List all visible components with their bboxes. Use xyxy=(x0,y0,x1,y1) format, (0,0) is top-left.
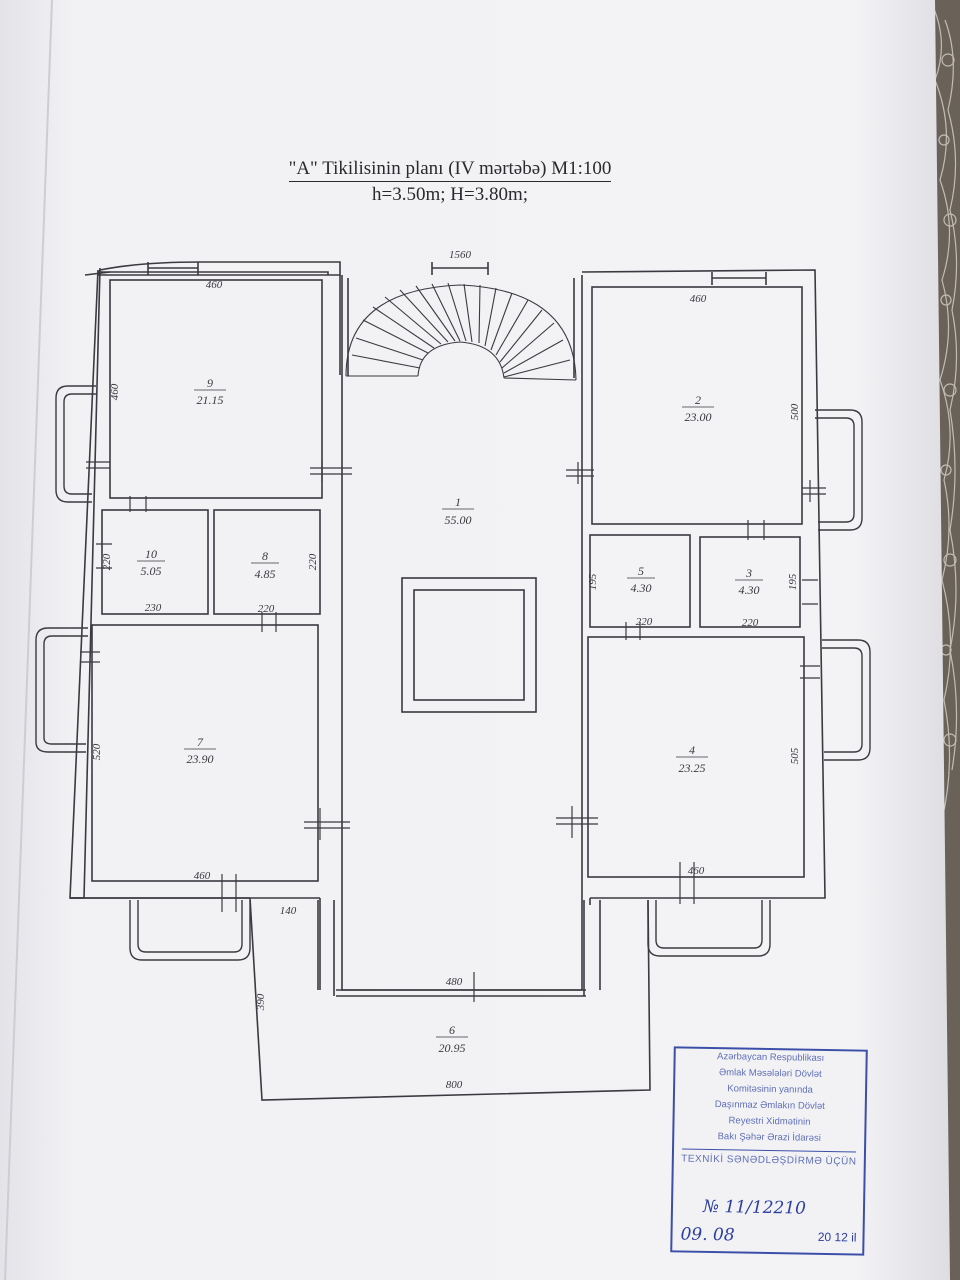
dim-r7-width: 460 xyxy=(194,870,211,882)
light-well-outer xyxy=(401,577,537,713)
door-marks xyxy=(80,460,826,1002)
room-7-number: 7 xyxy=(197,735,204,749)
stamp-line-6: Bakı Şəhər Ərazi İdarəsi xyxy=(717,1131,821,1144)
room-9-outline xyxy=(109,279,323,499)
dim-r6-width: 800 xyxy=(446,1079,463,1091)
outer-wall-left xyxy=(96,261,341,276)
room-2-outline xyxy=(591,286,803,525)
dim-r1-width: 480 xyxy=(446,976,463,988)
dim-r9-depth: 460 xyxy=(109,383,121,400)
dim-r8-depth: 220 xyxy=(307,553,319,570)
stamp-date-daymonth: 09. 08 xyxy=(680,1224,735,1246)
room-10-outline xyxy=(101,509,209,615)
room-7-area: 23.90 xyxy=(187,752,214,766)
dim-r10-depth: 220 xyxy=(101,553,113,570)
dim-r4-width: 460 xyxy=(688,865,705,877)
stamp-date: 09. 08 20 12 il xyxy=(680,1224,857,1246)
plan-title-line1: "A" Tikilisinin planı (IV mərtəbə) M1:10… xyxy=(288,158,612,182)
plan-title: "A" Tikilisinin planı (IV mərtəbə) M1:10… xyxy=(250,158,650,206)
room-10-number: 10 xyxy=(145,547,157,561)
dim-r3-width: 220 xyxy=(742,617,759,629)
room-5-number: 5 xyxy=(638,564,644,578)
dim-r4-depth: 505 xyxy=(789,747,801,764)
stamp-purpose: TEXNİKİ SƏNƏDLƏŞDİRMƏ ÜÇÜN xyxy=(681,1153,857,1168)
dim-r7-depth: 520 xyxy=(91,743,103,760)
spiral-stair xyxy=(345,282,577,381)
light-well-inner xyxy=(413,589,525,701)
room-8-outline xyxy=(213,509,321,615)
room-3-area: 4.30 xyxy=(739,583,760,597)
room-6-number: 6 xyxy=(449,1023,455,1037)
dim-r6-offset: 140 xyxy=(280,905,297,917)
lace-tablecloth xyxy=(929,0,958,821)
balconies xyxy=(35,385,871,961)
dim-r6-depth: 390 xyxy=(255,993,267,1011)
room-8-area: 4.85 xyxy=(255,567,276,581)
dim-r8-width: 220 xyxy=(258,603,275,615)
stamp-date-year: 20 12 il xyxy=(817,1229,857,1245)
room-8-number: 8 xyxy=(262,549,268,563)
dim-r10-width: 230 xyxy=(145,602,162,614)
room-9-number: 9 xyxy=(207,376,213,390)
room-9-area: 21.15 xyxy=(197,393,224,407)
room-10-area: 5.05 xyxy=(141,564,162,578)
plan-title-line2: h=3.50m; H=3.80m; xyxy=(371,184,529,205)
dim-overall-width: 1560 xyxy=(449,249,472,261)
official-stamp: Azərbaycan Respublikası Əmlak Məsələləri… xyxy=(670,1046,868,1256)
page-fold-line xyxy=(4,0,53,1280)
dim-r5-width: 220 xyxy=(636,616,653,628)
room-3-outline xyxy=(699,536,801,628)
room-labels: 9 21.15 2 23.00 1 55.00 10 5.05 8 4.85 5… xyxy=(137,376,763,1055)
room-2-number: 2 xyxy=(695,393,701,407)
room-1-area: 55.00 xyxy=(445,513,472,527)
stamp-registration-number: № 11/12210 xyxy=(702,1196,807,1219)
dim-r9-width: 460 xyxy=(206,279,223,291)
dim-r5-depth: 195 xyxy=(587,573,599,590)
floor-plan xyxy=(35,261,871,1101)
room-4-number: 4 xyxy=(689,743,695,757)
dim-r3-depth: 195 xyxy=(787,573,799,590)
room-6-outline xyxy=(249,897,651,1101)
room-7-outline xyxy=(91,624,319,882)
room-4-outline xyxy=(587,636,805,878)
room-5-area: 4.30 xyxy=(631,581,652,595)
room-6-area: 20.95 xyxy=(439,1041,466,1055)
room-4-area: 23.25 xyxy=(679,761,706,775)
room-1-number: 1 xyxy=(455,495,461,509)
room-2-area: 23.00 xyxy=(685,410,712,424)
dim-r2-depth: 500 xyxy=(789,403,801,420)
dimension-labels: 1560 460 460 460 500 220 220 230 220 195… xyxy=(91,249,801,1091)
room-3-number: 3 xyxy=(745,566,752,580)
dim-r2-width: 460 xyxy=(690,293,707,305)
